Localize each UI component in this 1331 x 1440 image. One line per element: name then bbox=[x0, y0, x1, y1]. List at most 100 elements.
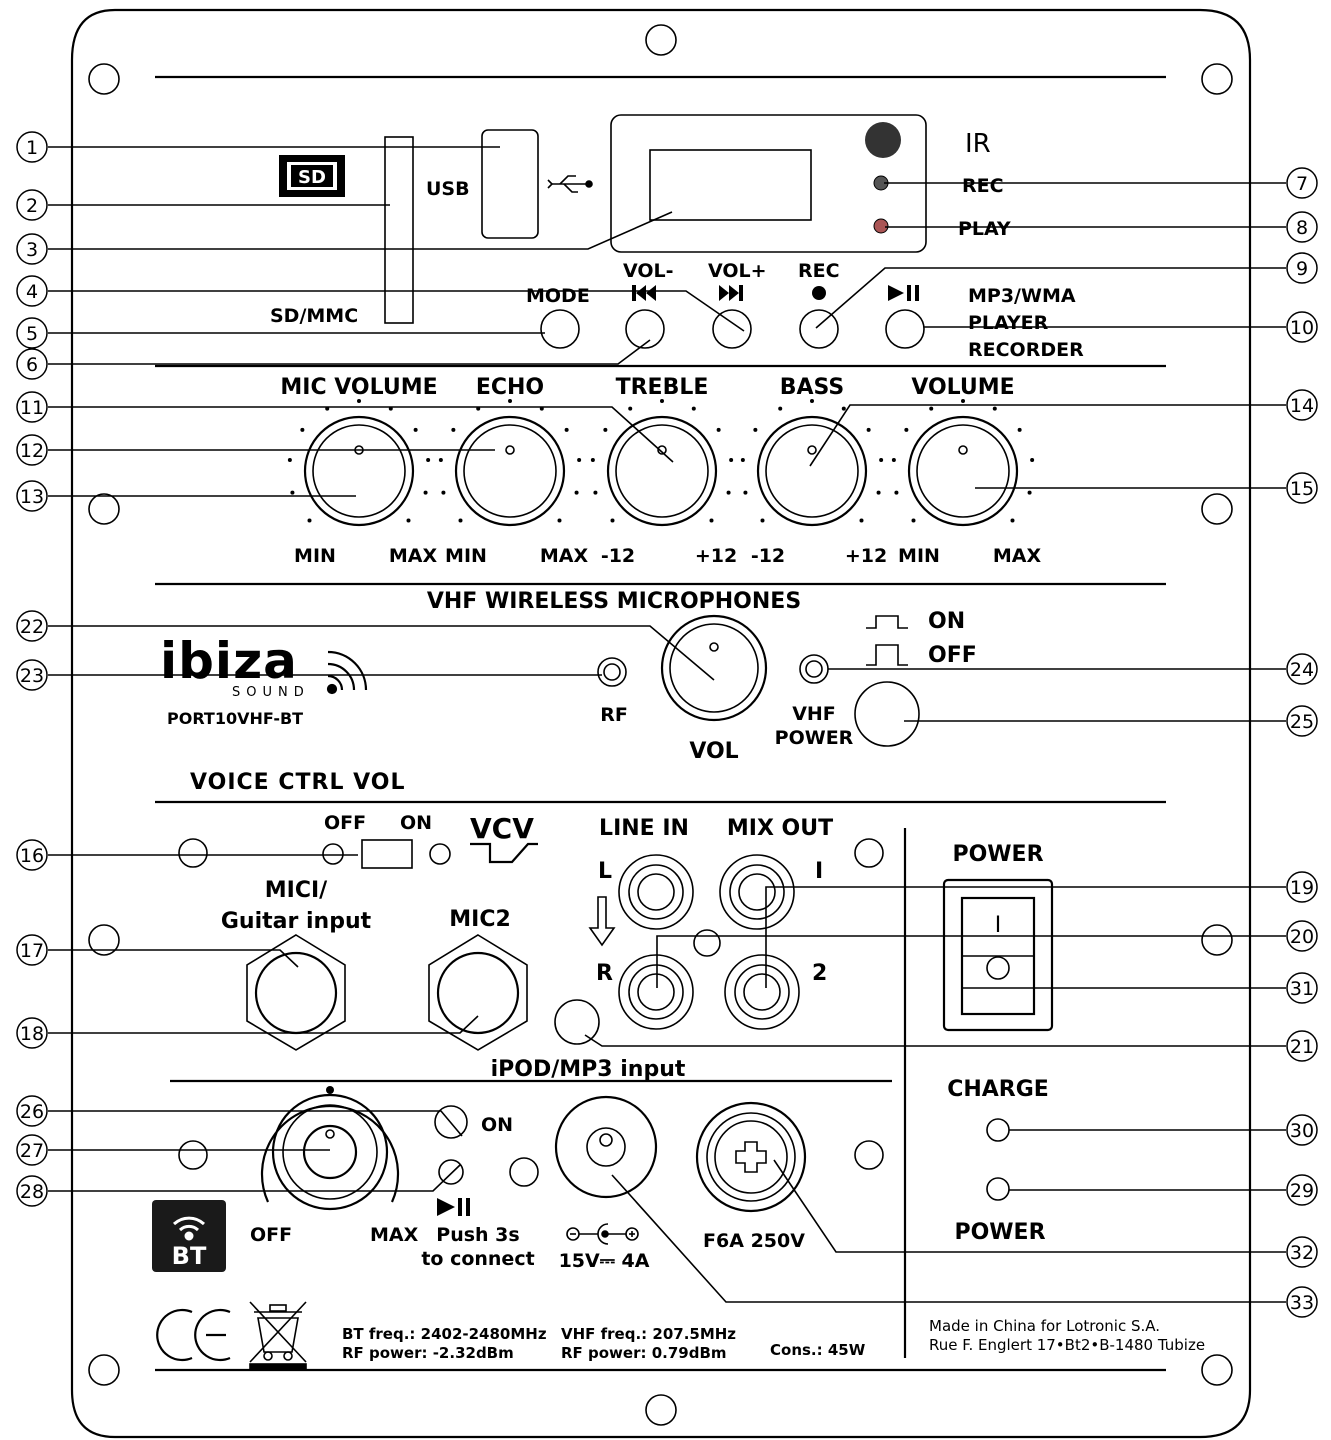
mic2-jack[interactable] bbox=[436, 951, 520, 1035]
fuse-holder[interactable] bbox=[695, 1101, 807, 1213]
mic-volume-scale-dot bbox=[287, 458, 292, 463]
vhf-vol-knob-mark bbox=[709, 642, 719, 652]
vhf-power-button[interactable] bbox=[854, 681, 920, 747]
weee-bin-icon bbox=[249, 1301, 307, 1371]
bass-scale-dot bbox=[876, 490, 881, 495]
mic2-jack-hex bbox=[428, 934, 528, 1051]
treble-scale-dot bbox=[603, 427, 608, 432]
sd-slot[interactable] bbox=[384, 136, 414, 324]
dc-jack[interactable] bbox=[554, 1095, 658, 1199]
callout-circle bbox=[1286, 1236, 1318, 1268]
bt-play-pause-icon bbox=[437, 1198, 470, 1216]
vol-minus-label: VOL- bbox=[623, 260, 674, 282]
charge-led bbox=[986, 1118, 1010, 1142]
mic-volume-scale-dot bbox=[426, 458, 431, 463]
bt-on-button[interactable] bbox=[434, 1105, 468, 1139]
mix-out-1-jack[interactable] bbox=[719, 854, 795, 930]
vhf-power-label-1: VHF bbox=[792, 703, 836, 725]
treble-label: TREBLE bbox=[616, 375, 709, 400]
callout-circle bbox=[1286, 252, 1318, 284]
bass-scale-dot bbox=[760, 518, 765, 523]
callout-circle bbox=[16, 610, 48, 642]
mic-volume-max-label: MAX bbox=[389, 545, 438, 567]
callout-number: 26 bbox=[20, 1101, 44, 1123]
bt-knob-cap bbox=[302, 1124, 358, 1180]
echo-knob-mark bbox=[505, 445, 515, 455]
bt-pair-button[interactable] bbox=[438, 1159, 464, 1185]
callout-number: 24 bbox=[1290, 659, 1314, 681]
callout-circle bbox=[1286, 1030, 1318, 1062]
bass-scale-dot bbox=[778, 406, 783, 411]
callout-number: 12 bbox=[20, 440, 44, 462]
echo-scale-dot bbox=[577, 458, 582, 463]
callout-number: 13 bbox=[20, 486, 44, 508]
treble-knob-inner bbox=[615, 424, 709, 518]
rf-label: RF bbox=[600, 704, 628, 726]
rec-button[interactable] bbox=[799, 309, 839, 349]
callout-1: 1 bbox=[16, 131, 48, 163]
fuse-cross-icon bbox=[735, 1141, 767, 1173]
next-icon bbox=[719, 285, 743, 301]
echo-knob[interactable] bbox=[454, 415, 566, 527]
vol-plus-button[interactable] bbox=[712, 309, 752, 349]
treble-knob[interactable] bbox=[606, 415, 718, 527]
vhf-vol-knob[interactable] bbox=[660, 614, 768, 722]
treble-knob-group: TREBLE-12+12 bbox=[590, 375, 737, 567]
play-pause-button[interactable] bbox=[885, 309, 925, 349]
usb-port[interactable] bbox=[481, 129, 539, 239]
vhf-power-led bbox=[799, 654, 829, 684]
treble-scale-dot bbox=[716, 427, 721, 432]
line-in-r-jack[interactable] bbox=[618, 954, 694, 1030]
callout-circle bbox=[1286, 653, 1318, 685]
usb-label: USB bbox=[426, 178, 470, 200]
callout-circle bbox=[16, 275, 48, 307]
callout-32: 32 bbox=[1286, 1236, 1318, 1268]
mode-button[interactable] bbox=[540, 309, 580, 349]
callout-circle bbox=[16, 839, 48, 871]
panel-outline bbox=[70, 8, 1252, 1439]
volume-knob-mark bbox=[958, 445, 968, 455]
bt-volume-knob[interactable] bbox=[271, 1093, 389, 1211]
sd-mmc-label: SD/MMC bbox=[270, 305, 358, 327]
callout-circle bbox=[16, 317, 48, 349]
vcv-switch[interactable] bbox=[361, 839, 413, 869]
play-led-label: PLAY bbox=[958, 218, 1011, 240]
callout-22: 22 bbox=[16, 610, 48, 642]
treble-scale-dot bbox=[691, 406, 696, 411]
callout-circle bbox=[1286, 389, 1318, 421]
player-label-1: MP3/WMA bbox=[968, 285, 1076, 307]
echo-max-label: MAX bbox=[540, 545, 589, 567]
brand-sub: SOUND bbox=[232, 685, 310, 700]
callout-29: 29 bbox=[1286, 1174, 1318, 1206]
bass-knob[interactable] bbox=[756, 415, 868, 527]
line-in-l-jack[interactable] bbox=[618, 854, 694, 930]
callout-number: 21 bbox=[1290, 1036, 1314, 1058]
callout-19: 19 bbox=[1286, 871, 1318, 903]
callout-circle bbox=[16, 434, 48, 466]
callout-number: 32 bbox=[1290, 1242, 1314, 1264]
bass-knob-inner bbox=[765, 424, 859, 518]
callout-number: 19 bbox=[1290, 877, 1314, 899]
bass-scale-dot bbox=[810, 399, 814, 403]
callout-circle bbox=[16, 934, 48, 966]
callout-circle bbox=[1286, 1286, 1318, 1318]
vol-minus-button[interactable] bbox=[625, 309, 665, 349]
callout-circle bbox=[1286, 920, 1318, 952]
callout-25: 25 bbox=[1286, 705, 1318, 737]
volume-knob[interactable] bbox=[907, 415, 1019, 527]
mic2-label: MIC2 bbox=[449, 907, 511, 932]
dc-jack-pin bbox=[599, 1133, 613, 1147]
callout-number: 3 bbox=[26, 239, 38, 261]
callout-6: 6 bbox=[16, 348, 48, 380]
bt-knob-top-dot bbox=[326, 1086, 334, 1094]
mic-volume-scale-dot bbox=[357, 399, 361, 403]
switch-off-symbol bbox=[866, 644, 908, 666]
mic-volume-knob[interactable] bbox=[303, 415, 415, 527]
rec-led-label: REC bbox=[962, 175, 1004, 197]
mix-out-2-jack[interactable] bbox=[724, 954, 800, 1030]
callout-number: 27 bbox=[20, 1140, 44, 1162]
volume-knob-inner bbox=[916, 424, 1010, 518]
